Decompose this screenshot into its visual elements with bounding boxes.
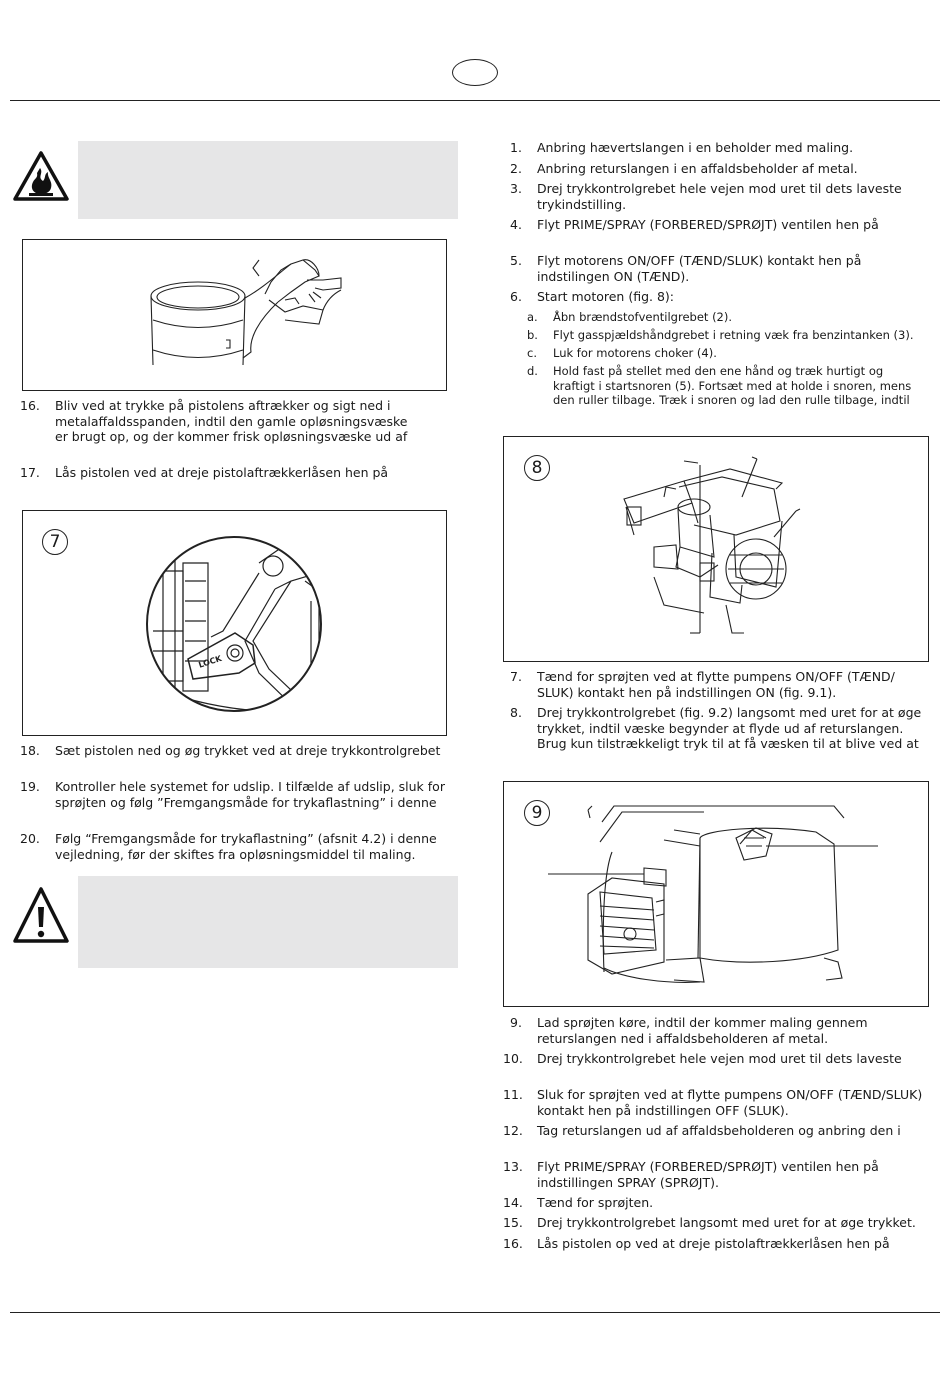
fire-warning-box [78, 141, 458, 219]
header-rule [10, 100, 940, 101]
general-warning-box [78, 876, 458, 968]
figure-number: 7 [42, 529, 68, 555]
warning-icon [13, 885, 69, 945]
lock-label: LOCK [197, 654, 223, 670]
figure-flush-bucket [22, 239, 447, 391]
language-badge [452, 59, 498, 86]
figure-number: 8 [524, 455, 550, 481]
footer-rule [10, 1312, 940, 1313]
figure-7-trigger-lock: 7 LOCK [22, 510, 447, 736]
fire-hazard-icon [13, 150, 69, 202]
figure-number: 9 [524, 800, 550, 826]
figure-9-pump-switch: 9 [503, 781, 929, 1007]
figure-8-engine: 8 [503, 436, 929, 662]
